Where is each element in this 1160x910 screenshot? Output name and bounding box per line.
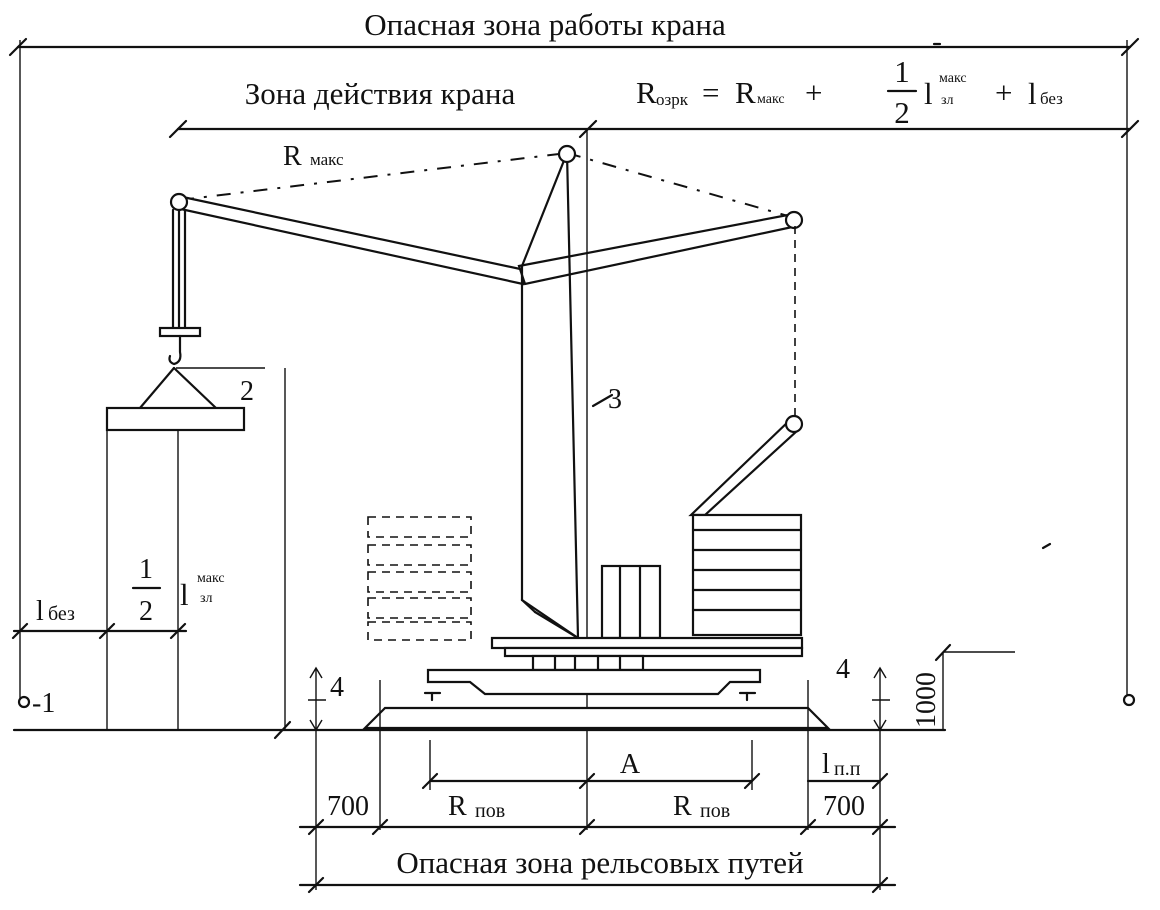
svg-text:макс: макс [939,71,967,86]
half-den: 2 [139,596,153,627]
r-pov-right-sub: пов [700,800,730,822]
action-zone-crane-label: Зона действия крана [245,76,516,111]
l-zl-sub: зл [200,591,213,606]
svg-text:+: + [805,75,822,110]
counterweight-stack [691,513,803,637]
svg-text:озрк: озрк [656,90,689,109]
counter-jib [688,226,804,517]
stored-material [367,516,472,641]
load-number-label: 2 [240,376,254,407]
mast-number-label: 3 [608,384,622,415]
l-pp-sub: п.п [834,758,861,780]
rail-height-right-label: 4 [836,654,850,685]
svg-text:1: 1 [894,54,910,89]
crane-platform [362,636,831,730]
radius-formula: R озрк = R макс + 1 2 l макс зл + l без [636,54,1063,130]
danger-zone-crane-label: Опасная зона работы крана [364,7,726,42]
l-zl-label: l [180,577,189,612]
crane-cabin [600,564,662,640]
svg-text:=: = [702,75,719,110]
dim-A [421,740,761,790]
svg-text:l: l [1028,76,1037,111]
l-bez-sub: без [48,603,75,625]
svg-text:l: l [924,76,933,111]
rail-height-left-label: 4 [330,672,344,703]
svg-text:+: + [995,75,1012,110]
r-max-label: R [283,141,302,172]
r-pov-right: R [673,791,692,822]
load-zone-guides [11,368,286,730]
dim-A-label: A [620,749,641,780]
l-zl-sup: макс [197,571,225,586]
svg-text:R: R [636,75,657,110]
r-pov-left-sub: пов [475,800,505,822]
l-pp-label: l [822,749,830,780]
crane-boom [169,144,804,640]
marker-right [1122,693,1136,707]
svg-text:без: без [1040,89,1063,108]
danger-zone-dimension [8,37,1140,700]
dim-1000 [934,643,1015,730]
svg-text:R: R [735,75,756,110]
dim-1000-label: 1000 [911,672,942,728]
svg-text:макс: макс [757,92,785,107]
r-pov-left: R [448,791,467,822]
dim-row-700 [298,818,897,836]
danger-zone-rails-label: Опасная зона рельсовых путей [396,845,803,880]
svg-text:зл: зл [941,93,954,108]
half-num: 1 [139,554,153,585]
l-bez-label: l [36,596,44,627]
dim-700-right: 700 [823,791,865,822]
svg-text:2: 2 [894,95,910,130]
rail-danger-zone-dimension [298,876,897,894]
dim-700-left: 700 [327,791,369,822]
hook-and-load [105,208,265,432]
r-max-sub: макс [310,150,344,169]
rail-height-marks [308,666,890,890]
action-zone-dimension [168,119,1140,139]
marker-1-label: -1 [32,688,55,719]
marker-1 [17,695,31,709]
